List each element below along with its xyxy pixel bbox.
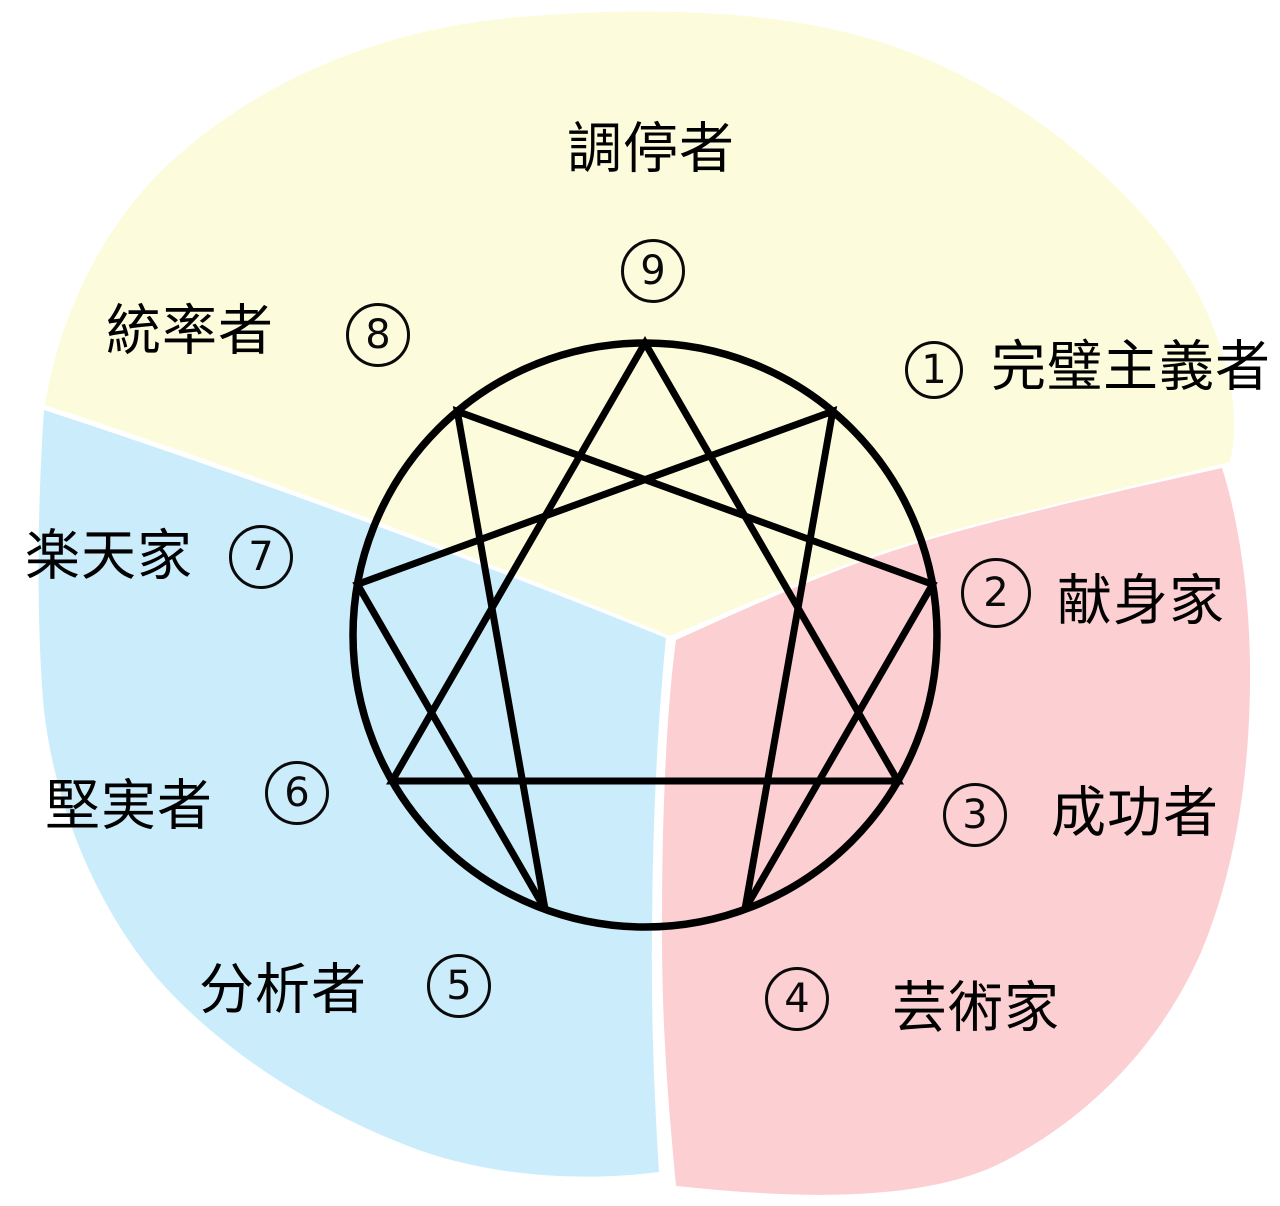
type-5-label: 分析者 [198, 957, 368, 1022]
type-2-label: 献身家 [1056, 568, 1226, 633]
type-7-number: 7 [248, 534, 274, 580]
type-1-label: 完璧主義者 [990, 334, 1272, 399]
type-4-label: 芸術家 [891, 975, 1061, 1040]
type-3-number: 3 [962, 792, 988, 838]
type-3-badge: 3 [943, 783, 1007, 847]
type-9-label: 調停者 [566, 116, 736, 181]
type-3-label: 成功者 [1050, 780, 1220, 845]
type-6-label: 堅実者 [44, 773, 214, 838]
region-blue [38, 410, 666, 1177]
type-5-badge: 5 [427, 954, 491, 1018]
type-9-badge: 9 [621, 239, 685, 303]
type-2-badge: 2 [961, 558, 1031, 628]
type-8-badge: 8 [346, 303, 410, 367]
type-7-label: 楽天家 [24, 523, 194, 588]
type-8-label: 統率者 [105, 298, 275, 363]
region-yellow [45, 11, 1235, 637]
type-7-badge: 7 [229, 525, 293, 589]
type-1-badge: 1 [905, 341, 963, 399]
type-6-badge: 6 [265, 761, 329, 825]
type-4-number: 4 [784, 976, 810, 1022]
type-6-number: 6 [284, 770, 310, 816]
type-9-number: 9 [640, 248, 666, 294]
type-5-number: 5 [446, 963, 472, 1009]
type-4-badge: 4 [765, 967, 829, 1031]
type-8-number: 8 [365, 312, 391, 358]
type-1-number: 1 [921, 347, 947, 393]
enneagram-hexad-1-4-2-8-5-7 [352, 405, 938, 912]
type-2-number: 2 [983, 570, 1009, 616]
enneagram-triangle-9-3-6 [386, 336, 904, 785]
